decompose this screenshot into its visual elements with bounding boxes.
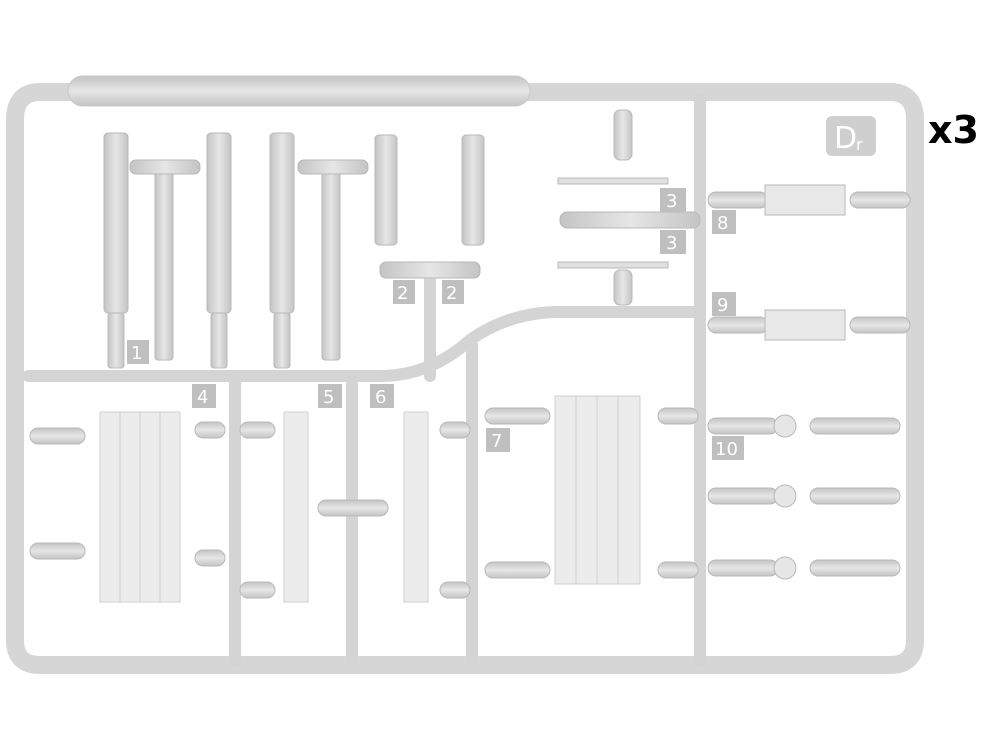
- part-number-9: 9: [717, 295, 728, 316]
- part-8-9-group: [707, 184, 911, 341]
- part-labels: 1 2 2 3 3 4 5 6 7 8 9 10: [127, 188, 744, 460]
- part-number-2a: 2: [397, 283, 408, 304]
- part-5-plate: [283, 411, 309, 603]
- part-number-3b: 3: [666, 233, 677, 254]
- part-1-group: [103, 132, 369, 369]
- part-2-group: [374, 134, 485, 279]
- sprue-letter-suffix: r: [856, 135, 863, 154]
- part-number-6: 6: [375, 387, 386, 408]
- part-number-2b: 2: [446, 283, 457, 304]
- sprue-frame: [6, 83, 924, 674]
- part-7-group: [554, 395, 641, 585]
- sprue-letter-tag: D r: [826, 116, 876, 156]
- part-3-group: [557, 109, 701, 306]
- part-10-group: [707, 414, 901, 580]
- quantity-label: x3: [928, 108, 979, 152]
- part-number-8: 8: [717, 213, 728, 234]
- part-number-7: 7: [491, 431, 502, 452]
- part-number-4: 4: [197, 387, 208, 408]
- part-6-plate: [403, 411, 429, 603]
- part-number-10: 10: [715, 439, 738, 460]
- sprue-letter: D: [834, 121, 857, 156]
- part-number-5: 5: [323, 387, 334, 408]
- attachment-gates: [29, 407, 699, 599]
- part-number-3a: 3: [666, 191, 677, 212]
- top-bar: [67, 75, 531, 107]
- inner-runners: [22, 94, 706, 666]
- part-number-1: 1: [131, 343, 142, 364]
- part-4-group: [99, 411, 181, 603]
